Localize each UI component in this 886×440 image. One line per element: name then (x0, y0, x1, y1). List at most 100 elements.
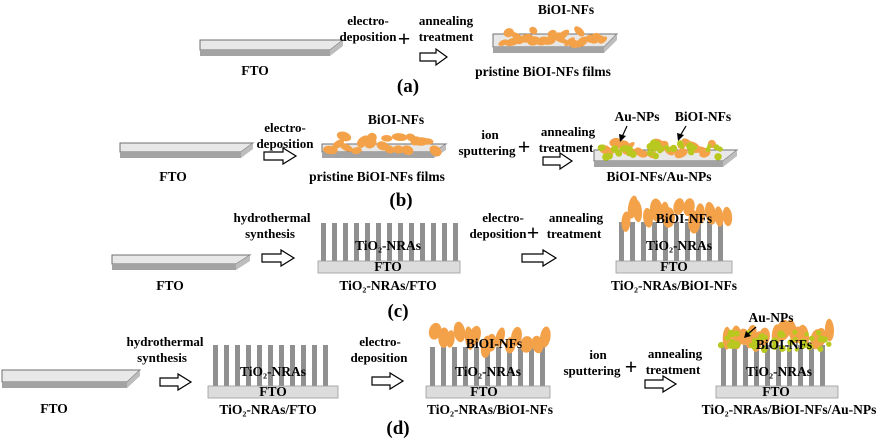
gold-nanoparticle (792, 336, 798, 342)
nanorod (235, 345, 240, 386)
nanorod (663, 222, 668, 261)
nanorod (365, 223, 370, 261)
nanorod (518, 347, 523, 386)
nanoflake (824, 318, 835, 342)
gold-nanoparticle (817, 346, 824, 352)
gold-nanoparticle (688, 149, 695, 156)
gold-nanoparticle (792, 329, 798, 335)
gold-nanoparticle (664, 144, 670, 150)
gold-np-label: Au-NPs (748, 310, 793, 325)
nanorod (279, 345, 284, 386)
nanorod-label: TiO₂-NRAs (746, 364, 812, 379)
nanoflake (486, 333, 497, 352)
nanoflake-label: BiOI-NFs (466, 336, 522, 351)
step-label-line1: annealing (541, 124, 596, 139)
step-label-line2: deposition (350, 350, 408, 365)
nanorod (674, 222, 679, 261)
gold-nanoparticle (615, 149, 623, 157)
nanoflake (574, 26, 585, 37)
nanorod (765, 345, 770, 386)
nanoflake (520, 336, 534, 353)
nanoflake-label: BiOI-NFs (675, 109, 731, 124)
nanoflake (662, 207, 675, 228)
tio2-nanorod-array (721, 345, 825, 386)
gold-nanoparticle (652, 152, 659, 160)
nanorod (721, 345, 726, 386)
nanoflake-label: BiOI-NFs (368, 112, 424, 127)
nanorod (809, 345, 814, 386)
step-label-line2: synthesis (137, 350, 187, 365)
nanorod (213, 345, 218, 386)
nanorod (732, 345, 737, 386)
nanoflake (391, 133, 408, 142)
fto-inner-label: FTO (660, 259, 688, 274)
nanoflake (381, 134, 393, 142)
product-label: TiO₂-NRAs/BiOI-NFs/Au-NPs (702, 402, 877, 417)
fto-label: FTO (40, 401, 68, 416)
nanoflake (673, 198, 685, 215)
gold-nanoparticle (778, 345, 786, 352)
gold-nanoparticle (714, 153, 722, 161)
tio2-nanorod-array (321, 223, 458, 261)
row-label: (c) (387, 301, 408, 322)
gold-nanoparticle (751, 337, 760, 346)
gold-nanoparticle (686, 142, 694, 151)
nanorod (409, 223, 414, 261)
nanoflake (429, 145, 442, 157)
nanoflake (695, 203, 705, 224)
nanoflake (539, 326, 551, 348)
pointer-line (747, 326, 757, 335)
nanorod (343, 223, 348, 261)
gold-nanoparticle (808, 335, 815, 342)
nanorod (718, 222, 723, 261)
fto-substrate (1, 369, 142, 388)
nanoflake-label: BiOI-NFs (538, 2, 594, 17)
gold-nanoparticle (794, 347, 799, 352)
step-label-line1: hydrothermal (126, 334, 203, 349)
fto-base-layer (317, 260, 461, 274)
product-label: TiO₂-NRAs/BiOI-NFs (611, 278, 737, 293)
row-b: FTO electro- deposition BiOI-NFs pristin… (119, 109, 739, 211)
pointer-head (619, 134, 626, 142)
intermediate-label: TiO₂-NRAs/FTO (339, 278, 436, 293)
step-label-line2: sputtering (563, 363, 621, 378)
plus-sign: + (518, 134, 531, 159)
gold-nanoparticle (748, 343, 754, 348)
gold-nanoparticle (713, 144, 720, 151)
nanorod (376, 223, 381, 261)
nanorod (507, 347, 512, 386)
nanoflake (336, 131, 352, 142)
nanorod (463, 347, 468, 386)
nanorod (321, 223, 326, 261)
nanoflake (722, 206, 733, 227)
gold-nanoparticles (597, 139, 723, 161)
row-d: FTO hydrothermal synthesis TiO₂-NRAs FTO… (1, 310, 877, 439)
row-a: FTO electro- deposition + annealing trea… (199, 2, 619, 97)
nanorod (246, 345, 251, 386)
nanoflake (495, 327, 505, 347)
process-arrow (371, 371, 405, 391)
nanoflake-label: BiOI-NFs (656, 211, 712, 226)
gold-nanoparticle (804, 332, 809, 337)
nanoflake (367, 132, 377, 143)
fto-inner-label: FTO (470, 384, 498, 399)
nanorod (652, 222, 657, 261)
process-arrow (521, 248, 558, 268)
nanoflakes (428, 321, 551, 358)
step-label-line1: electro- (347, 13, 389, 28)
step-label-line2: deposition (469, 226, 527, 241)
nanorod (452, 347, 457, 386)
nanoflake-label: BiOI-NFs (756, 337, 812, 352)
step-label-line2: treatment (539, 140, 594, 155)
row-c: FTO hydrothermal synthesis TiO₂-NRAs FTO… (111, 195, 737, 322)
nanoflake (468, 325, 481, 346)
gold-nanoparticle (727, 330, 733, 335)
nanorod (453, 223, 458, 261)
fto-inner-label: FTO (762, 384, 790, 399)
gold-nanoparticle (597, 144, 605, 152)
nanoflake (453, 321, 466, 343)
gold-nanoparticle (786, 347, 792, 352)
nanorod (743, 345, 748, 386)
gold-nanoparticle (781, 332, 786, 338)
nanorod (312, 345, 317, 386)
